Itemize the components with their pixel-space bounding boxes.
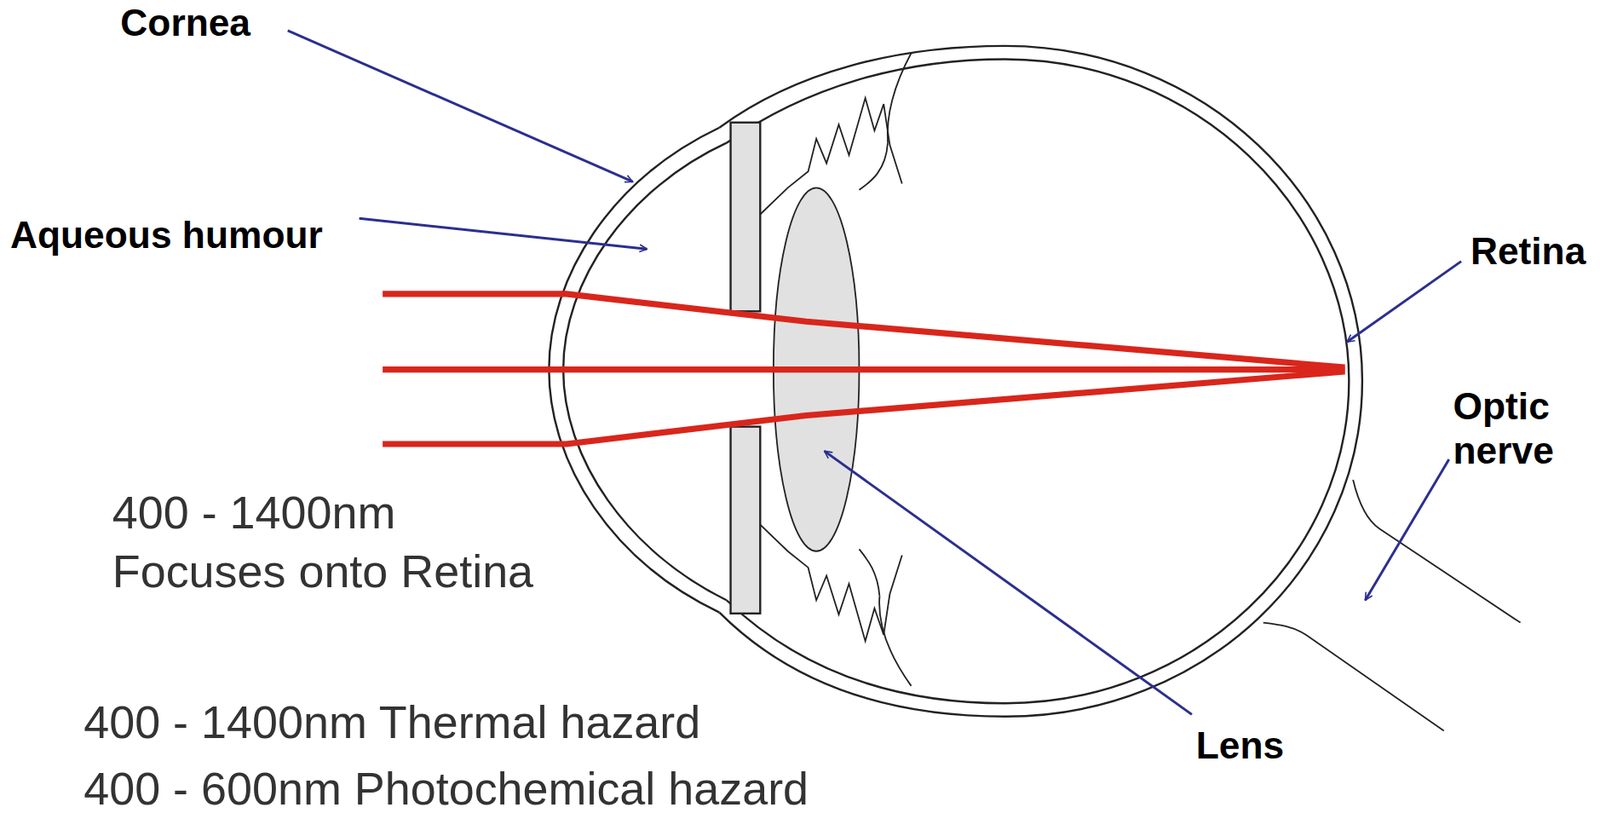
leader-arrow (1365, 459, 1450, 600)
optic-nerve-shape (1263, 479, 1521, 731)
leader-arrow (1346, 261, 1462, 343)
part-label: Retina (1470, 230, 1586, 275)
eyeball-outline (719, 46, 1363, 717)
light-rays (382, 293, 1345, 444)
part-label: Lens (1196, 724, 1284, 768)
part-label: Cornea (120, 1, 251, 46)
part-label: Optic nerve (1453, 385, 1577, 473)
leader-arrow (287, 30, 634, 182)
wavelength-note: 400 - 1400nm Focuses onto Retina (112, 483, 562, 601)
hazard-note: 400 - 600nm Photochemical hazard (83, 762, 809, 816)
part-label: Aqueous humour (10, 214, 323, 259)
hazard-note: 400 - 1400nm Thermal hazard (83, 696, 701, 749)
leader-arrow (359, 218, 648, 249)
leader-arrow (824, 450, 1192, 714)
leader-arrows (287, 30, 1462, 714)
